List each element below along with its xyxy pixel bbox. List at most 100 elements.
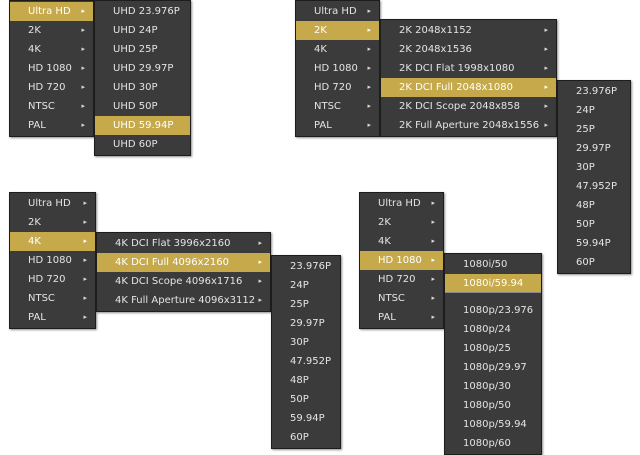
menu-item-rate[interactable]: 50P: [576, 219, 595, 230]
chevron-right-icon: ▸: [81, 121, 85, 129]
menu-item-hd-1080[interactable]: HD 1080▸: [296, 59, 379, 78]
chevron-right-icon: ▸: [83, 237, 87, 245]
menu-item-rate[interactable]: 1080p/29.97: [463, 362, 527, 373]
uhd-rate-menu: UHD 23.976P UHD 24P UHD 25P UHD 29.97P U…: [94, 0, 191, 156]
chevron-right-icon: ▸: [81, 83, 85, 91]
menu-item-rate[interactable]: 25P: [576, 124, 595, 135]
menu-item-rate[interactable]: UHD 24P: [113, 25, 158, 36]
menu-item-rate[interactable]: 47.952P: [290, 356, 332, 367]
menu-item-resolution-selected[interactable]: 4K DCI Full 4096x2160▸: [97, 253, 270, 272]
chevron-right-icon: ▸: [431, 294, 435, 302]
menu-item-4k[interactable]: 4K▸: [10, 40, 93, 59]
menu-item-pal[interactable]: PAL▸: [296, 116, 379, 135]
menu-item-ntsc[interactable]: NTSC▸: [296, 97, 379, 116]
menu-item-rate[interactable]: 50P: [290, 394, 309, 405]
menu-item-rate[interactable]: UHD 23.976P: [113, 6, 180, 17]
chevron-right-icon: ▸: [367, 83, 371, 91]
chevron-right-icon: ▸: [431, 275, 435, 283]
menu-item-rate[interactable]: 60P: [576, 257, 595, 268]
menu-item-rate-selected[interactable]: 1080i/59.94: [445, 274, 541, 293]
menu-item-resolution[interactable]: 2K 2048x1152▸: [381, 21, 556, 40]
chevron-right-icon: ▸: [431, 237, 435, 245]
menu-item-pal[interactable]: PAL▸: [10, 116, 93, 135]
menu-item-rate[interactable]: 1080i/50: [463, 259, 508, 270]
menu-item-rate[interactable]: 48P: [576, 200, 595, 211]
menu-item-hd-720[interactable]: HD 720▸: [10, 270, 95, 289]
menu-item-pal[interactable]: PAL▸: [360, 308, 443, 327]
menu-item-rate[interactable]: 48P: [290, 375, 309, 386]
menu-item-resolution[interactable]: 4K DCI Scope 4096x1716▸: [97, 272, 270, 291]
menu-item-rate[interactable]: 24P: [576, 105, 595, 116]
menu-item-ultra-hd[interactable]: Ultra HD▸: [10, 2, 93, 21]
menu-item-rate-selected[interactable]: UHD 59.94P: [95, 116, 190, 135]
menu-item-ntsc[interactable]: NTSC▸: [10, 289, 95, 308]
chevron-right-icon: ▸: [83, 199, 87, 207]
menu-item-rate[interactable]: 30P: [576, 162, 595, 173]
menu-item-4k[interactable]: 4K▸: [296, 40, 379, 59]
menu-item-hd-720[interactable]: HD 720▸: [360, 270, 443, 289]
menu-item-hd-1080[interactable]: HD 1080▸: [10, 251, 95, 270]
menu-item-rate[interactable]: 1080p/24: [463, 324, 511, 335]
menu-item-ultra-hd[interactable]: Ultra HD▸: [10, 194, 95, 213]
chevron-right-icon: ▸: [367, 121, 371, 129]
menu-item-4k[interactable]: 4K▸: [360, 232, 443, 251]
chevron-right-icon: ▸: [431, 256, 435, 264]
menu-item-resolution[interactable]: 2K DCI Flat 1998x1080▸: [381, 59, 556, 78]
menu-item-rate[interactable]: 23.976P: [576, 86, 618, 97]
menu-item-rate[interactable]: UHD 50P: [113, 101, 158, 112]
menu-item-2k[interactable]: 2K▸: [360, 213, 443, 232]
menu-item-2k[interactable]: 2K▸: [10, 213, 95, 232]
menu-item-hd-720[interactable]: HD 720▸: [10, 78, 93, 97]
chevron-right-icon: ▸: [81, 45, 85, 53]
menu-item-rate[interactable]: 1080p/59.94: [463, 419, 527, 430]
menu-item-rate[interactable]: 1080p/30: [463, 381, 511, 392]
menu-item-rate[interactable]: 29.97P: [576, 143, 611, 154]
menu-item-hd-720[interactable]: HD 720▸: [296, 78, 379, 97]
menu-item-rate[interactable]: 30P: [290, 337, 309, 348]
menu-item-rate[interactable]: UHD 29.97P: [113, 63, 174, 74]
menu-item-resolution-selected[interactable]: 2K DCI Full 2048x1080▸: [381, 78, 556, 97]
menu-item-rate[interactable]: 29.97P: [290, 318, 325, 329]
menu-item-ultra-hd[interactable]: Ultra HD▸: [360, 194, 443, 213]
menu-item-rate[interactable]: 59.94P: [576, 238, 611, 249]
chevron-right-icon: ▸: [83, 218, 87, 226]
chevron-right-icon: ▸: [367, 45, 371, 53]
menu-item-hd-1080[interactable]: HD 1080▸: [360, 251, 443, 270]
menu-item-resolution[interactable]: 2K DCI Scope 2048x858▸: [381, 97, 556, 116]
menu-item-rate[interactable]: 1080p/23.976: [463, 305, 534, 316]
chevron-right-icon: ▸: [431, 199, 435, 207]
menu-item-rate[interactable]: 23.976P: [290, 261, 332, 272]
chevron-right-icon: ▸: [258, 239, 262, 247]
menu-item-resolution[interactable]: 4K Full Aperture 4096x3112▸: [97, 291, 270, 310]
chevron-right-icon: ▸: [544, 102, 548, 110]
menu-item-ntsc[interactable]: NTSC▸: [10, 97, 93, 116]
menu-item-rate[interactable]: 1080p/60: [463, 438, 511, 449]
menu-item-resolution[interactable]: 2K Full Aperture 2048x1556▸: [381, 116, 556, 135]
chevron-right-icon: ▸: [367, 26, 371, 34]
menu-item-2k[interactable]: 2K▸: [296, 21, 379, 40]
menu-item-ultra-hd[interactable]: Ultra HD▸: [296, 2, 379, 21]
menu-item-rate[interactable]: 60P: [290, 432, 309, 443]
menu-item-resolution[interactable]: 4K DCI Flat 3996x2160▸: [97, 234, 270, 253]
menu-item-rate[interactable]: 47.952P: [576, 181, 618, 192]
resolution-4k-menu: 4K DCI Flat 3996x2160▸ 4K DCI Full 4096x…: [96, 232, 271, 312]
menu-item-rate[interactable]: UHD 60P: [113, 139, 158, 150]
menu-item-rate[interactable]: 59.94P: [290, 413, 325, 424]
menu-item-resolution[interactable]: 2K 2048x1536▸: [381, 40, 556, 59]
menu-item-rate[interactable]: 25P: [290, 299, 309, 310]
menu-item-rate[interactable]: 1080p/25: [463, 343, 511, 354]
menu-item-hd-1080[interactable]: HD 1080▸: [10, 59, 93, 78]
menu-item-rate[interactable]: 24P: [290, 280, 309, 291]
chevron-right-icon: ▸: [83, 294, 87, 302]
chevron-right-icon: ▸: [544, 26, 548, 34]
menu-item-rate[interactable]: UHD 30P: [113, 82, 158, 93]
frame-rate-menu: 23.976P 24P 25P 29.97P 30P 47.952P 48P 5…: [557, 80, 631, 274]
menu-item-rate[interactable]: UHD 25P: [113, 44, 158, 55]
chevron-right-icon: ▸: [544, 64, 548, 72]
menu-item-ntsc[interactable]: NTSC▸: [360, 289, 443, 308]
format-menu: Ultra HD▸ 2K▸ 4K▸ HD 1080▸ HD 720▸ NTSC▸…: [295, 0, 380, 137]
menu-item-4k[interactable]: 4K▸: [10, 232, 95, 251]
menu-item-rate[interactable]: 1080p/50: [463, 400, 511, 411]
menu-item-pal[interactable]: PAL▸: [10, 308, 95, 327]
menu-item-2k[interactable]: 2K▸: [10, 21, 93, 40]
